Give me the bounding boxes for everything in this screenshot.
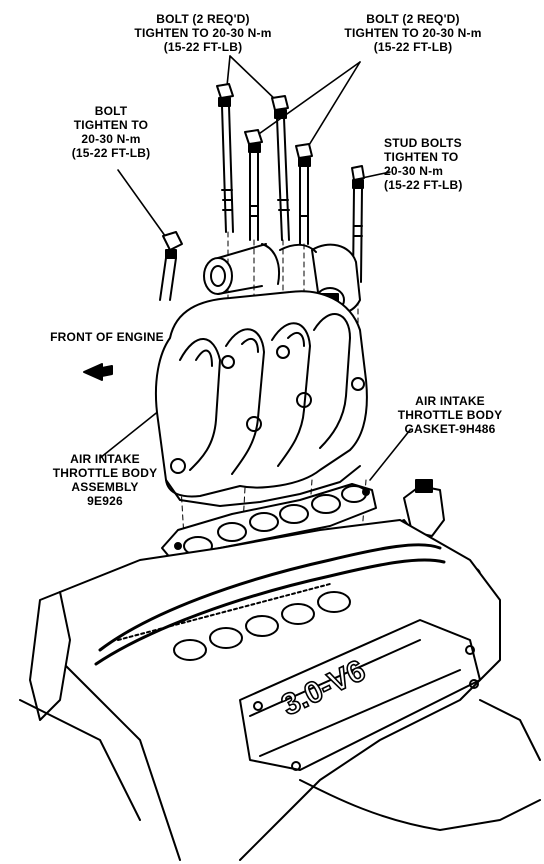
throttle-body-assembly <box>154 243 368 507</box>
label-throttle-body-assembly: AIR INTAKE THROTTLE BODY ASSEMBLY 9E926 <box>30 452 180 508</box>
label-line: 20-30 N-m <box>384 164 444 178</box>
label-line: 20-30 N-m <box>81 132 141 146</box>
label-front-of-engine: FRONT OF ENGINE <box>50 330 164 344</box>
bolt-1 <box>216 83 234 233</box>
label-line: STUD BOLTS <box>384 136 462 150</box>
label-line: AIR INTAKE <box>70 452 140 466</box>
label-line: THROTTLE BODY <box>52 466 158 480</box>
label-line: AIR INTAKE <box>415 394 485 408</box>
label-line: GASKET-9H486 <box>404 422 496 436</box>
label-line: BOLT (2 REQ'D) <box>156 12 250 26</box>
label-line: TIGHTEN TO 20-30 N-m <box>344 26 482 40</box>
label-line: (15-22 FT-LB) <box>373 40 453 54</box>
label-line: TIGHTEN TO 20-30 N-m <box>134 26 272 40</box>
bolt-3 <box>244 129 263 241</box>
stud-bolts <box>351 165 365 283</box>
label-throttle-body-gasket: AIR INTAKE THROTTLE BODY GASKET-9H486 <box>380 394 520 436</box>
label-line: ASSEMBLY <box>71 480 139 494</box>
engine-block <box>19 479 541 861</box>
label-line: TIGHTEN TO <box>384 150 459 164</box>
label-stud-bolts: STUD BOLTS TIGHTEN TO 20-30 N-m (15-22 F… <box>384 136 502 192</box>
label-bolt-pair-left: BOLT (2 REQ'D) TIGHTEN TO 20-30 N-m (15-… <box>108 12 298 54</box>
label-line: (15-22 FT-LB) <box>71 146 151 160</box>
bolt-5 <box>159 231 183 301</box>
label-line: (15-22 FT-LB) <box>384 178 463 192</box>
label-bolt-pair-right: BOLT (2 REQ'D) TIGHTEN TO 20-30 N-m (15-… <box>318 12 508 54</box>
label-line: BOLT <box>94 104 128 118</box>
front-arrow-icon <box>83 363 113 381</box>
label-line: BOLT (2 REQ'D) <box>366 12 460 26</box>
leader-lines <box>99 55 411 481</box>
label-line: 9E926 <box>87 494 123 508</box>
label-bolt-single: BOLT TIGHTEN TO 20-30 N-m (15-22 FT-LB) <box>56 104 166 160</box>
bolt-2 <box>271 95 290 241</box>
bolt-4 <box>295 143 313 245</box>
label-line: TIGHTEN TO <box>73 118 149 132</box>
label-line: (15-22 FT-LB) <box>163 40 243 54</box>
label-line: THROTTLE BODY <box>397 408 503 422</box>
